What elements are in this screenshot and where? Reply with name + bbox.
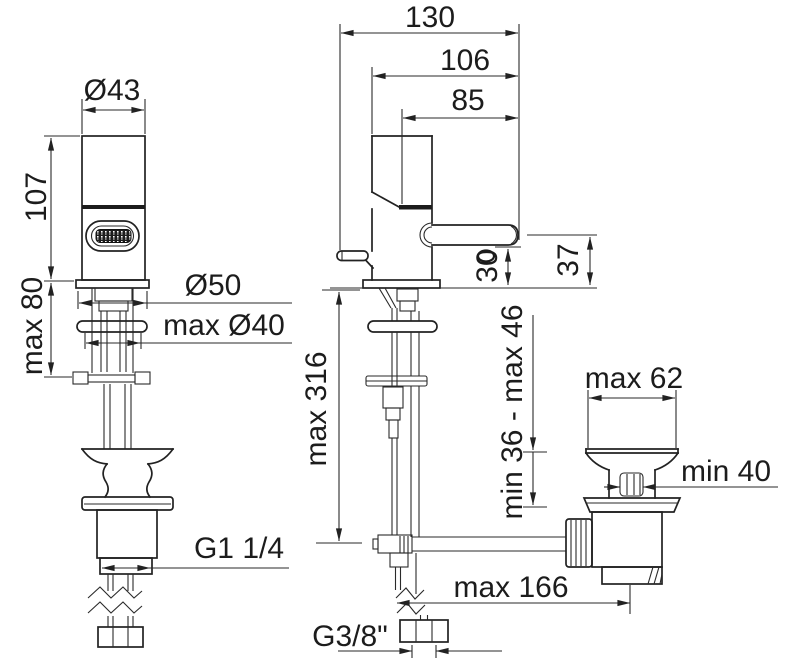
handle-lever [336,250,375,270]
waste-body [565,448,682,585]
side-dimensions: 130 106 85 30 37 max 316 max 166 G3/8" [300,1,631,658]
fixing-shank-front [72,287,151,449]
waste-side-view: max 62 min 40 min 36 - max 46 [496,304,778,585]
waste-plug [619,472,644,497]
dim-label-drain-reach: max 166 [453,571,568,604]
dim-label-body-diameter: Ø43 [84,74,141,107]
waste-locknut [582,497,682,513]
break-symbol [395,587,425,600]
dim-label-under-deck: max 80 [16,277,49,375]
front-dimensions: Ø43 107 max 80 Ø50 max Ø40 G1 1/4 [16,74,292,572]
spout-outlet [85,220,140,252]
dim-label-cap-diameter: max 62 [585,362,683,395]
dim-label-clamp-range: min 36 - max 46 [496,304,529,519]
dim-label-drain-thread: G1 1/4 [194,532,284,565]
dim-label-hole-diameter: max Ø40 [163,309,285,342]
dim-label-body-depth: 106 [440,44,490,77]
supply-hose-nut [399,619,449,643]
break-symbol [87,586,143,599]
dim-label-supply-thread: G3/8" [312,620,388,653]
faucet-body-side [370,135,433,281]
waste-front [80,447,175,648]
body-seam [82,205,145,209]
base-flange-front [75,279,150,289]
popup-linkage-tee [377,534,413,554]
knurled-nut [565,518,593,568]
waste-dimensions: max 62 min 40 min 36 - max 46 [496,304,778,520]
dim-label-base-diameter: Ø50 [185,269,242,302]
under-deck-side [365,287,566,643]
waste-lower-body [591,511,663,568]
waste-outlet [601,566,663,585]
aerator-outlet [476,249,496,263]
dim-label-body-height: 107 [20,172,53,222]
side-view: 130 106 85 30 37 max 316 max 166 G3/8" [300,1,631,658]
break-symbol [396,602,426,615]
base-flange-side [362,279,441,289]
dim-label-plug-diameter: min 40 [681,455,771,488]
front-view: Ø43 107 max 80 Ø50 max Ø40 G1 1/4 [16,74,292,648]
dim-label-spout-height-rear: 30 [471,249,504,282]
dim-label-hose-length: max 316 [300,351,333,466]
break-symbol [87,601,143,614]
spout-side [431,224,519,263]
dim-label-spout-reach: 85 [451,84,484,117]
dim-label-spout-height-tip: 37 [552,243,585,276]
dim-label-total-depth: 130 [405,1,455,34]
